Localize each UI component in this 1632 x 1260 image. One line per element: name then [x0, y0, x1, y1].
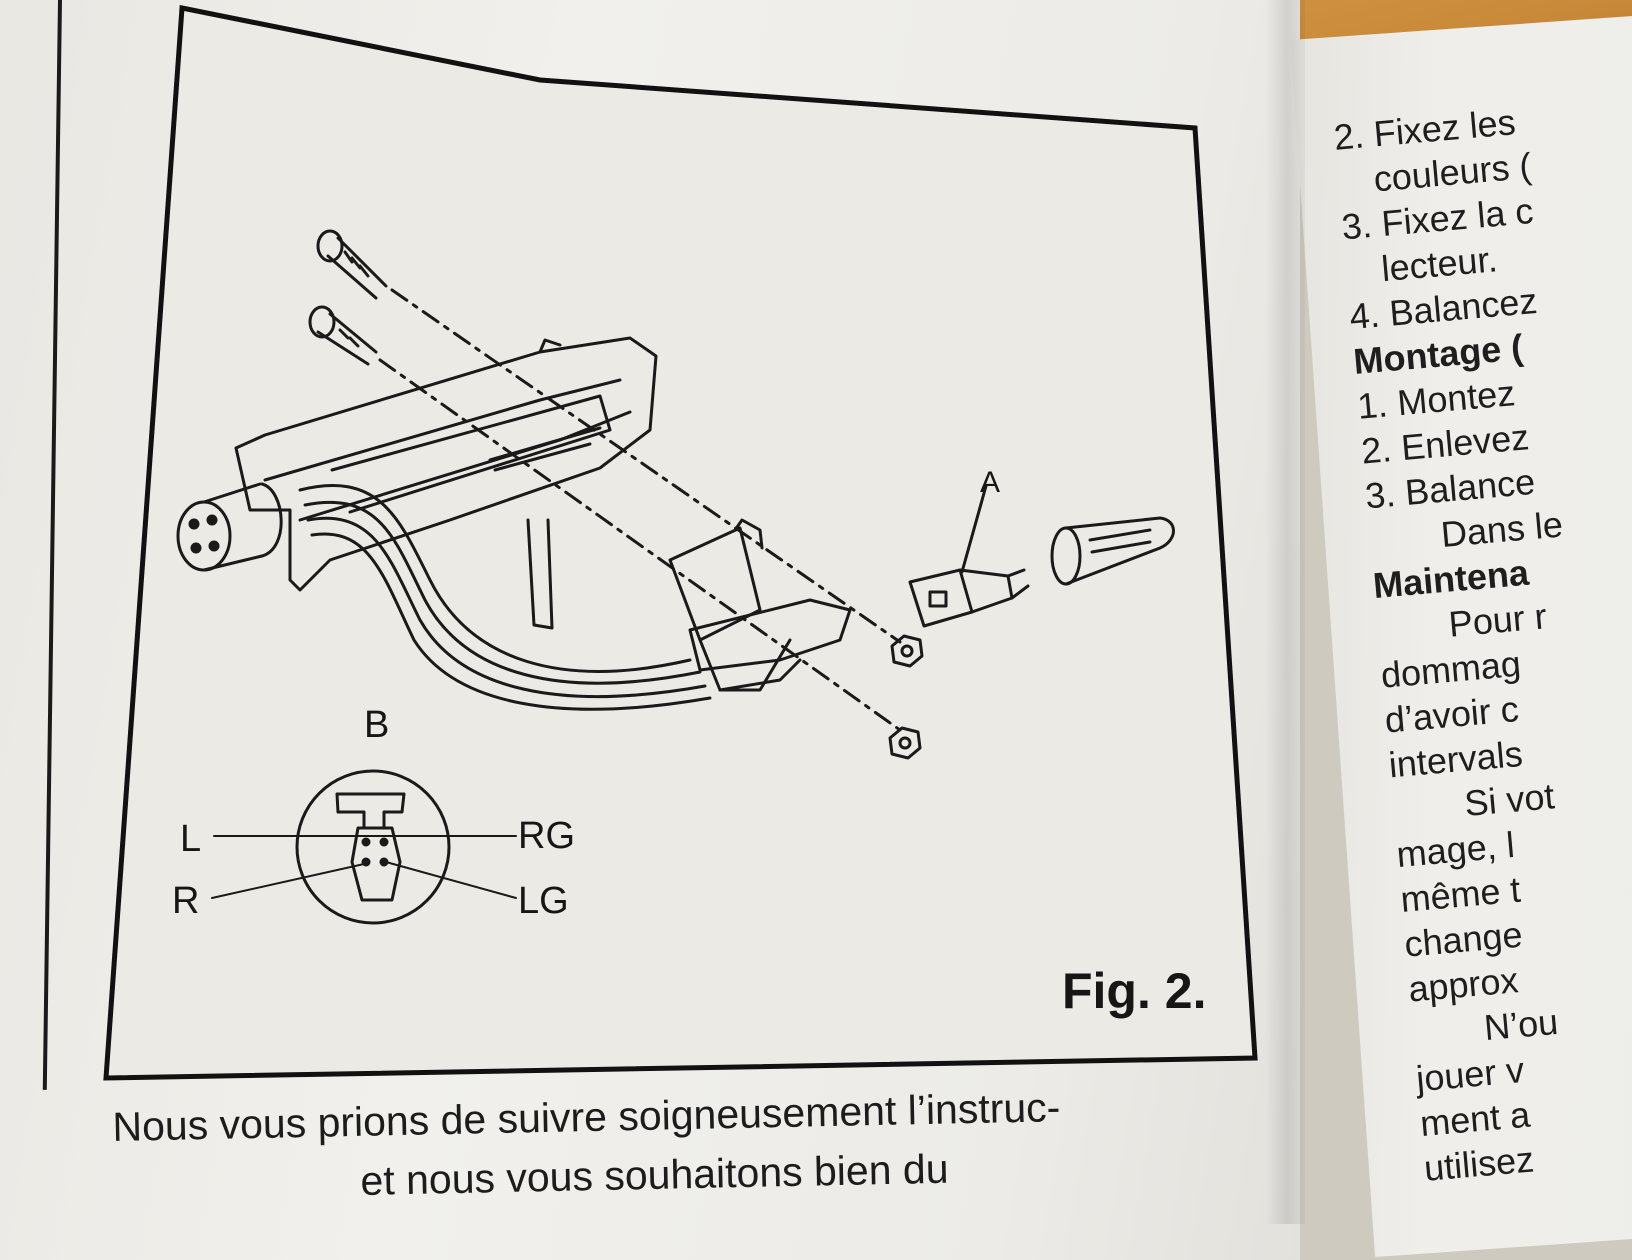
pin-label-lg: LG — [518, 880, 569, 922]
pin-label-rg: RG — [518, 815, 575, 857]
label-a: A — [980, 466, 1001, 499]
screw-top — [316, 229, 388, 300]
figure-2-illustration — [103, 4, 1258, 1081]
stylus-a — [908, 484, 1030, 628]
nut-top — [890, 634, 924, 668]
pin-label-l: L — [180, 818, 202, 860]
cartridge — [668, 518, 852, 692]
headshell-outline — [234, 336, 658, 592]
figure-frame — [103, 4, 1258, 1081]
stylus-guard — [1050, 516, 1175, 586]
pin-diagram-b — [211, 769, 517, 925]
screw-bottom — [308, 305, 378, 366]
label-b: B — [364, 704, 390, 746]
pin-label-r: R — [172, 880, 200, 922]
page-gutter-shadow — [1265, 0, 1305, 1224]
nut-bottom — [888, 726, 922, 760]
figure-title: Fig. 2. — [1062, 963, 1207, 1019]
